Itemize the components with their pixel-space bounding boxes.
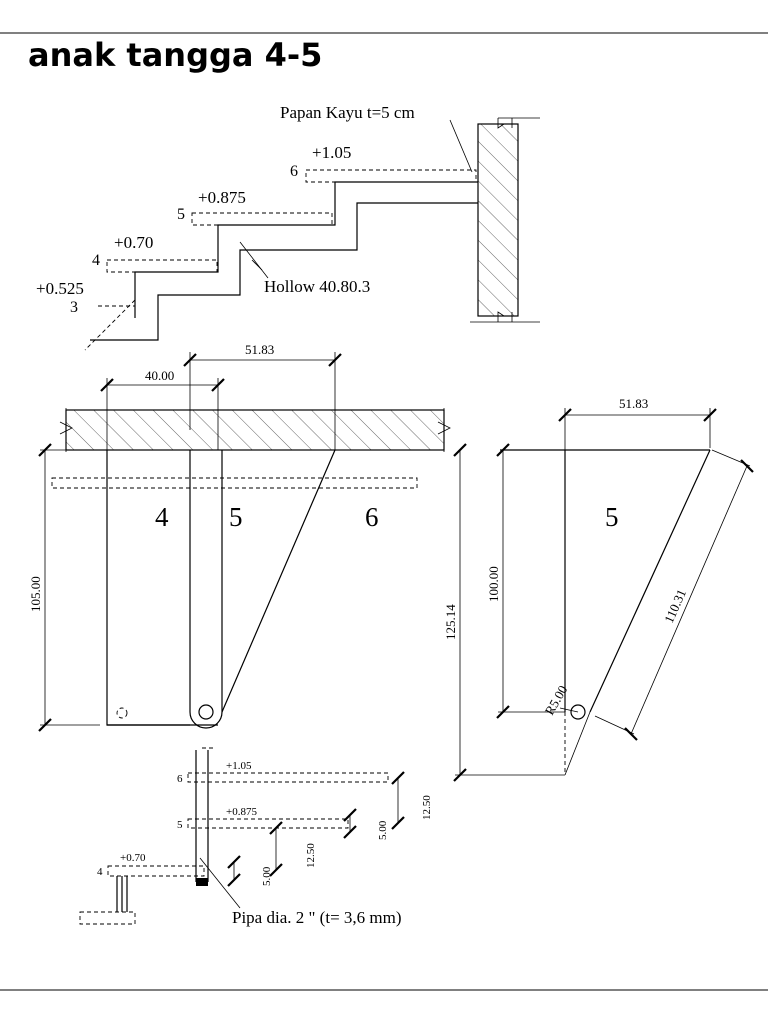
section-level-4: +0.70	[120, 852, 146, 864]
dim-section-thk-b: 5.00	[261, 866, 273, 886]
level-4: +0.70	[114, 233, 153, 252]
step-num-5: 5	[177, 206, 185, 223]
dim-plan-height: 105.00	[28, 576, 43, 612]
dim-bracket-diagonal: 110.31	[661, 587, 689, 625]
stair-section-view: 12.50 5.00 12.50 5.00 +1.05 +0.875 +0.70…	[79, 747, 433, 927]
level-6: +1.05	[312, 143, 351, 162]
section-tread-6	[187, 772, 389, 783]
bracket-number-5: 5	[605, 502, 619, 532]
page-title: anak tangga 4-5	[28, 36, 322, 74]
tread-4	[106, 259, 218, 273]
stair-plan-view: 51.83 40.00 105.00 4 5 6	[28, 342, 451, 732]
papan-leader	[449, 119, 473, 173]
dim-bracket-total: 125.14	[443, 604, 458, 640]
dim-plan-top-narrow: 40.00	[145, 368, 174, 383]
plan-number-4: 4	[155, 502, 169, 532]
bracket-diagonal	[589, 449, 711, 713]
section-level-6: +1.05	[226, 760, 252, 772]
section-level-5: +0.875	[226, 806, 257, 818]
dim-plan-top-wide: 51.83	[245, 342, 274, 357]
dim-bracket-inner: 100.00	[486, 566, 501, 602]
wall-strip	[65, 409, 445, 451]
section-pipe-base	[196, 878, 208, 886]
pipe-label: Pipa dia. 2 " (t= 3,6 mm)	[232, 908, 402, 927]
level-3: +0.525	[36, 279, 84, 298]
section-step-4: 4	[97, 866, 103, 878]
step-num-4: 4	[92, 252, 100, 269]
plan-number-6: 6	[365, 502, 379, 532]
pipe-leader	[199, 857, 241, 909]
section-step-6: 6	[177, 773, 183, 785]
hollow-leader	[239, 241, 269, 279]
dim-section-rise-a: 12.50	[421, 795, 433, 820]
bracket-detail-view: 51.83 100.00 125.14 110.31 R5.00 5	[443, 396, 754, 782]
hollow-label: Hollow 40.80.3	[264, 277, 370, 296]
tread-5	[191, 212, 333, 226]
pipe-circle	[198, 704, 214, 720]
dim-section-thk-a: 5.00	[377, 820, 389, 840]
plan-bracket-4	[106, 450, 190, 726]
step-num-3: 3	[70, 299, 78, 316]
section-step-5: 5	[177, 819, 183, 831]
bracket-pipe	[570, 704, 586, 720]
tread-strip	[51, 477, 418, 489]
tread-6	[305, 169, 477, 183]
dim-bracket-top: 51.83	[619, 396, 648, 411]
hollow-profile	[90, 181, 478, 341]
section-tread-4	[107, 865, 205, 877]
dim-bracket-radius: R5.00	[542, 683, 571, 718]
plan-number-5: 5	[229, 502, 243, 532]
section-tread-5	[187, 818, 349, 829]
plan-bracket-5	[189, 450, 223, 729]
step-num-6: 6	[290, 163, 298, 180]
dim-section-rise-b: 12.50	[305, 843, 317, 868]
papan-label: Papan Kayu t=5 cm	[280, 103, 415, 122]
wall	[477, 123, 519, 317]
bolt-circle	[116, 707, 128, 719]
stair-elevation-view: Papan Kayu t=5 cm Hollow 40.80.3 +1.05 +…	[36, 103, 540, 351]
plan-diagonal-6	[221, 449, 336, 713]
level-5: +0.875	[198, 188, 246, 207]
